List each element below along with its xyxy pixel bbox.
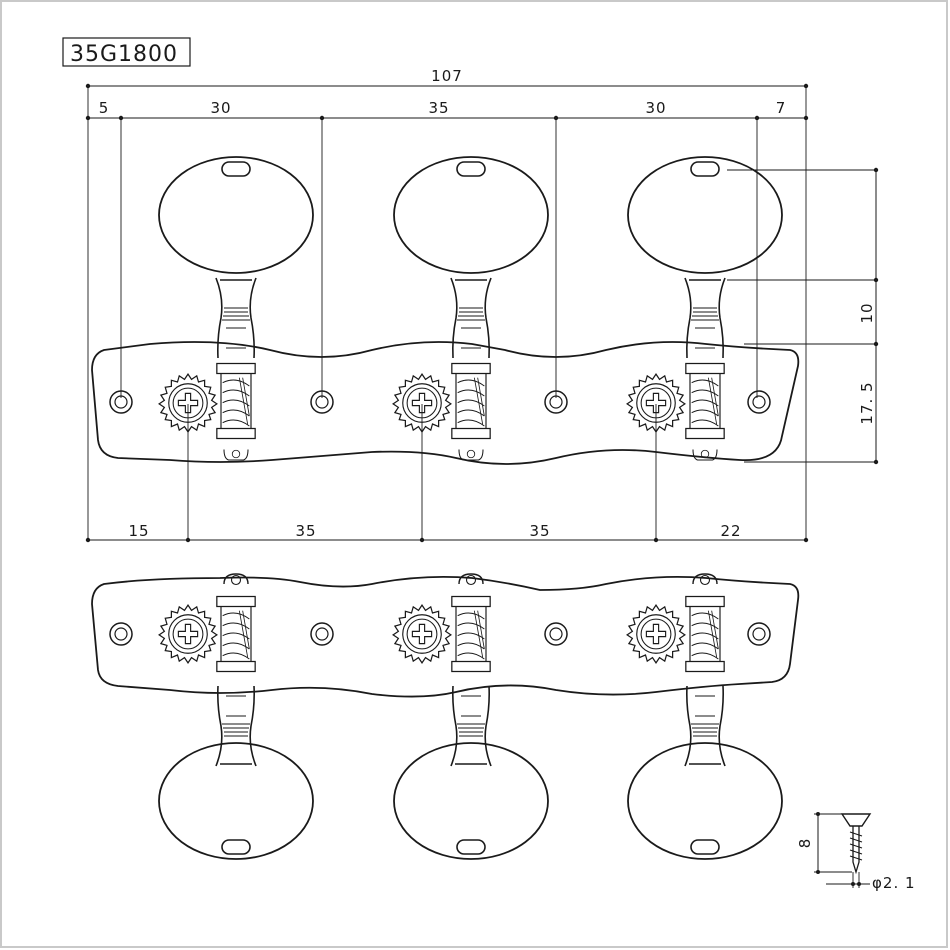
knob-bottom-3	[627, 742, 783, 860]
model-label: 35G1800	[62, 37, 191, 67]
plate-bottom	[91, 575, 800, 698]
worm-1	[216, 362, 256, 440]
gear-spacing-label-1: 15	[128, 522, 149, 540]
gear-bottom-1	[158, 604, 218, 664]
knob-to-plate-label: 10	[858, 302, 876, 323]
plate-holes-bottom	[109, 622, 771, 646]
spacing-label-1: 5	[99, 99, 110, 117]
knob-1	[158, 156, 314, 274]
knob-2	[393, 156, 549, 274]
dimension-overall-107: 107	[85, 67, 809, 89]
shaft-ends-bottom	[223, 573, 718, 586]
dimension-gear-spacing: 15 35 35 22	[85, 522, 809, 543]
shaft-bottom-3	[684, 685, 726, 767]
gear-spacing-label-2: 35	[295, 522, 316, 540]
shaft-end-2	[458, 448, 484, 461]
screw-length-label: 8	[796, 838, 814, 849]
knob-3	[627, 156, 783, 274]
worm-bottom-1	[216, 595, 256, 673]
worm-2	[451, 362, 491, 440]
bottom-view	[91, 573, 800, 860]
knob-bottom-1	[158, 742, 314, 860]
plate-height-label: 17. 5	[858, 381, 876, 424]
gear-spacing-label-4: 22	[720, 522, 741, 540]
gear-spacing-label-3: 35	[529, 522, 550, 540]
overall-width-label: 107	[431, 67, 463, 85]
spacing-label-2: 30	[210, 99, 231, 117]
spacing-label-4: 30	[645, 99, 666, 117]
plate-holes-top	[109, 390, 771, 414]
dimension-side: 10 17. 5	[727, 167, 879, 465]
worm-bottom-2	[451, 595, 491, 673]
shaft-bottom-1	[215, 685, 257, 767]
worm-3	[685, 362, 725, 440]
gear-bottom-3	[626, 604, 686, 664]
dimension-post-spacing: 5 30 35 30 7	[85, 99, 809, 121]
screw-diameter-label: φ2. 1	[872, 874, 916, 892]
top-view: 107 5 30 35 30 7	[85, 67, 879, 543]
worm-bottom-3	[685, 595, 725, 673]
spacing-label-5: 7	[776, 99, 787, 117]
extension-lines-top	[87, 86, 807, 540]
spacing-label-3: 35	[428, 99, 449, 117]
plate-top	[91, 341, 800, 465]
gear-bottom-2	[392, 604, 452, 664]
model-number-text: 35G1800	[70, 42, 178, 67]
knob-bottom-2	[393, 742, 549, 860]
shaft-bottom-2	[450, 685, 492, 767]
shaft-end-1	[223, 448, 249, 461]
screw-detail: 8 φ2. 1	[796, 812, 916, 892]
